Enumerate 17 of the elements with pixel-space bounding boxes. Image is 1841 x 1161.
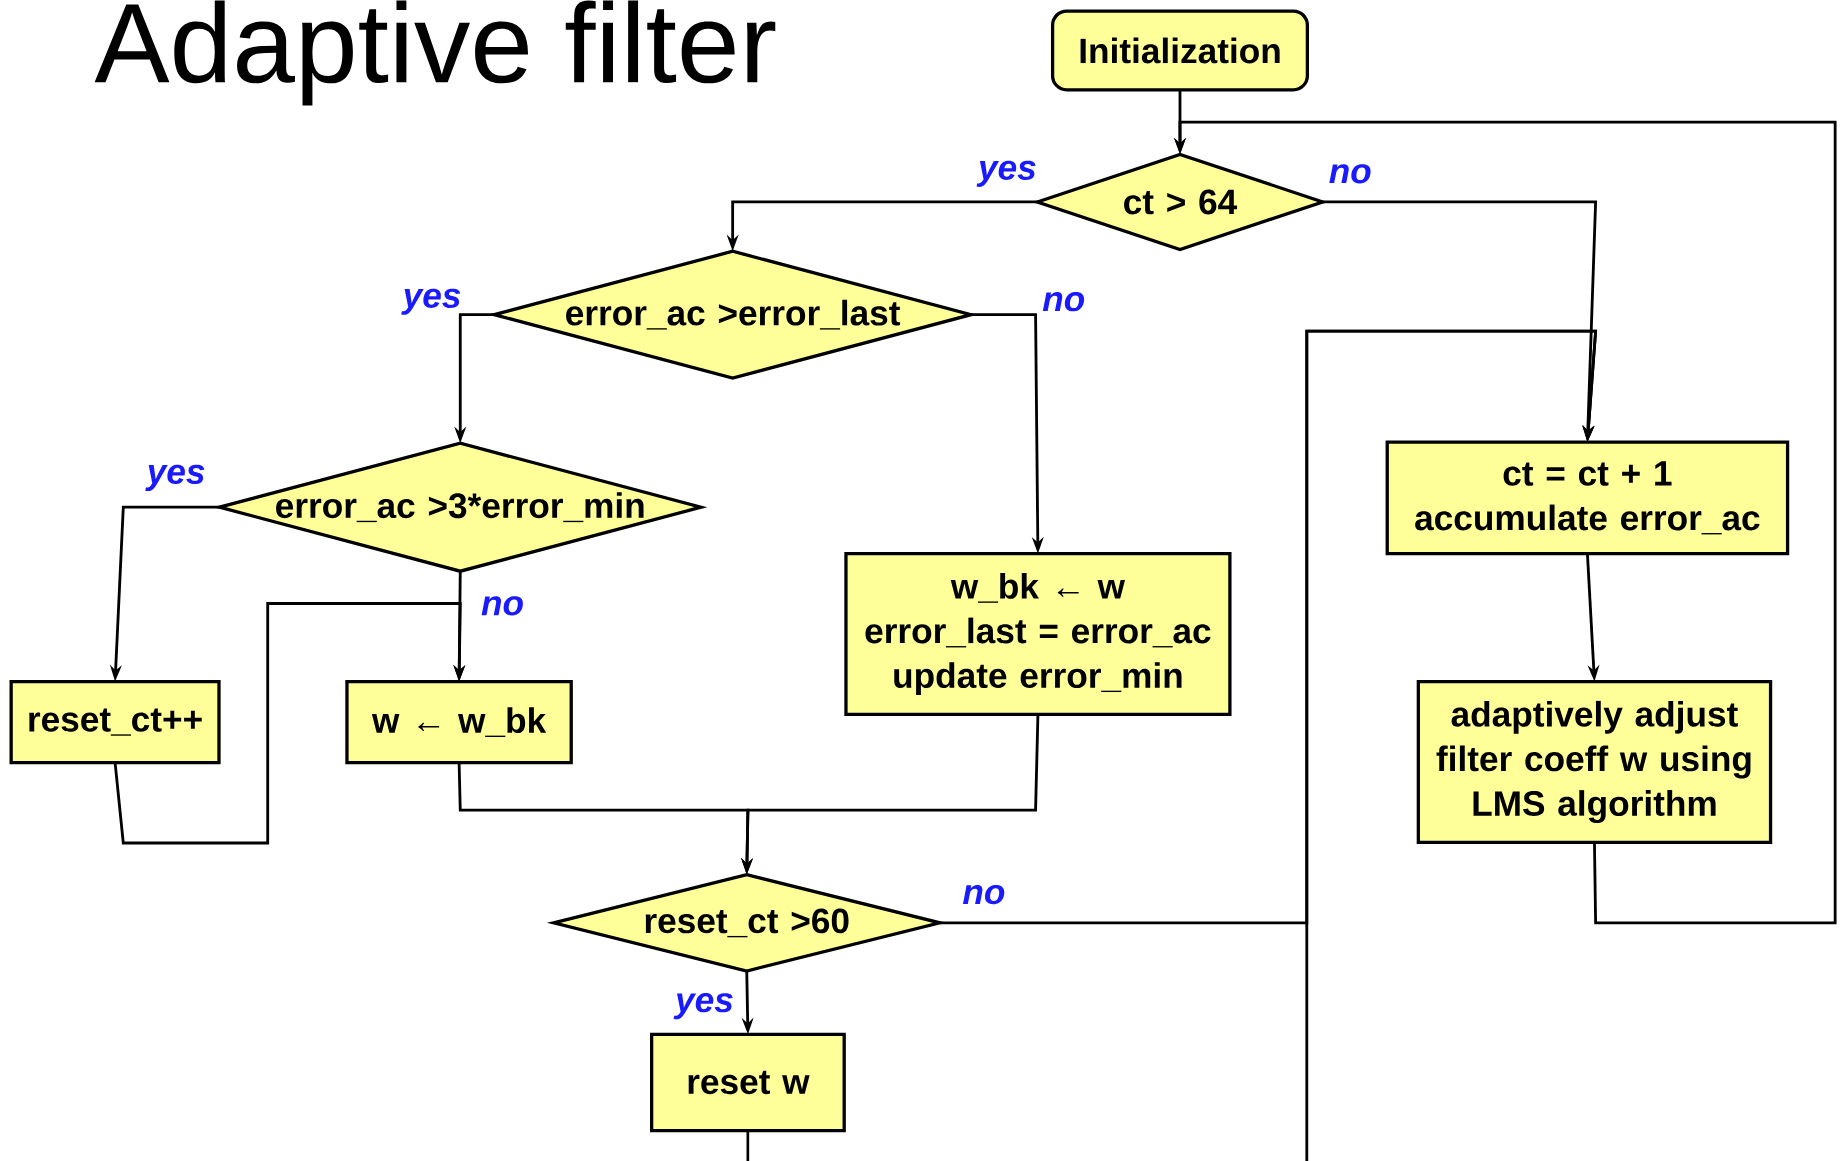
edge-label: no bbox=[1329, 164, 1371, 184]
edge-label: no bbox=[963, 884, 1005, 905]
edge-label: no bbox=[481, 596, 523, 616]
start-box: Initialization bbox=[1050, 9, 1310, 92]
title: Adaptive filter bbox=[94, 0, 776, 106]
edge-label: yes bbox=[401, 288, 461, 315]
process-box: reset_ct++ bbox=[9, 679, 221, 765]
edge-label: yes bbox=[145, 464, 205, 491]
process-box: ct = ct + 1 accumulate error_ac bbox=[1385, 440, 1790, 556]
process-box: adaptively adjust filter coeff w using LMS algorithm bbox=[1416, 679, 1773, 844]
arrow bbox=[1305, 329, 1598, 1161]
arrow bbox=[113, 602, 466, 845]
edge-label: yes bbox=[673, 993, 733, 1020]
edge-label: no bbox=[1042, 292, 1085, 312]
process-box: reset w bbox=[650, 1032, 846, 1133]
process-box: w_bk ← w error_last = error_ac update error_min bbox=[844, 551, 1232, 716]
process-box: w ← w_bk bbox=[345, 679, 573, 765]
